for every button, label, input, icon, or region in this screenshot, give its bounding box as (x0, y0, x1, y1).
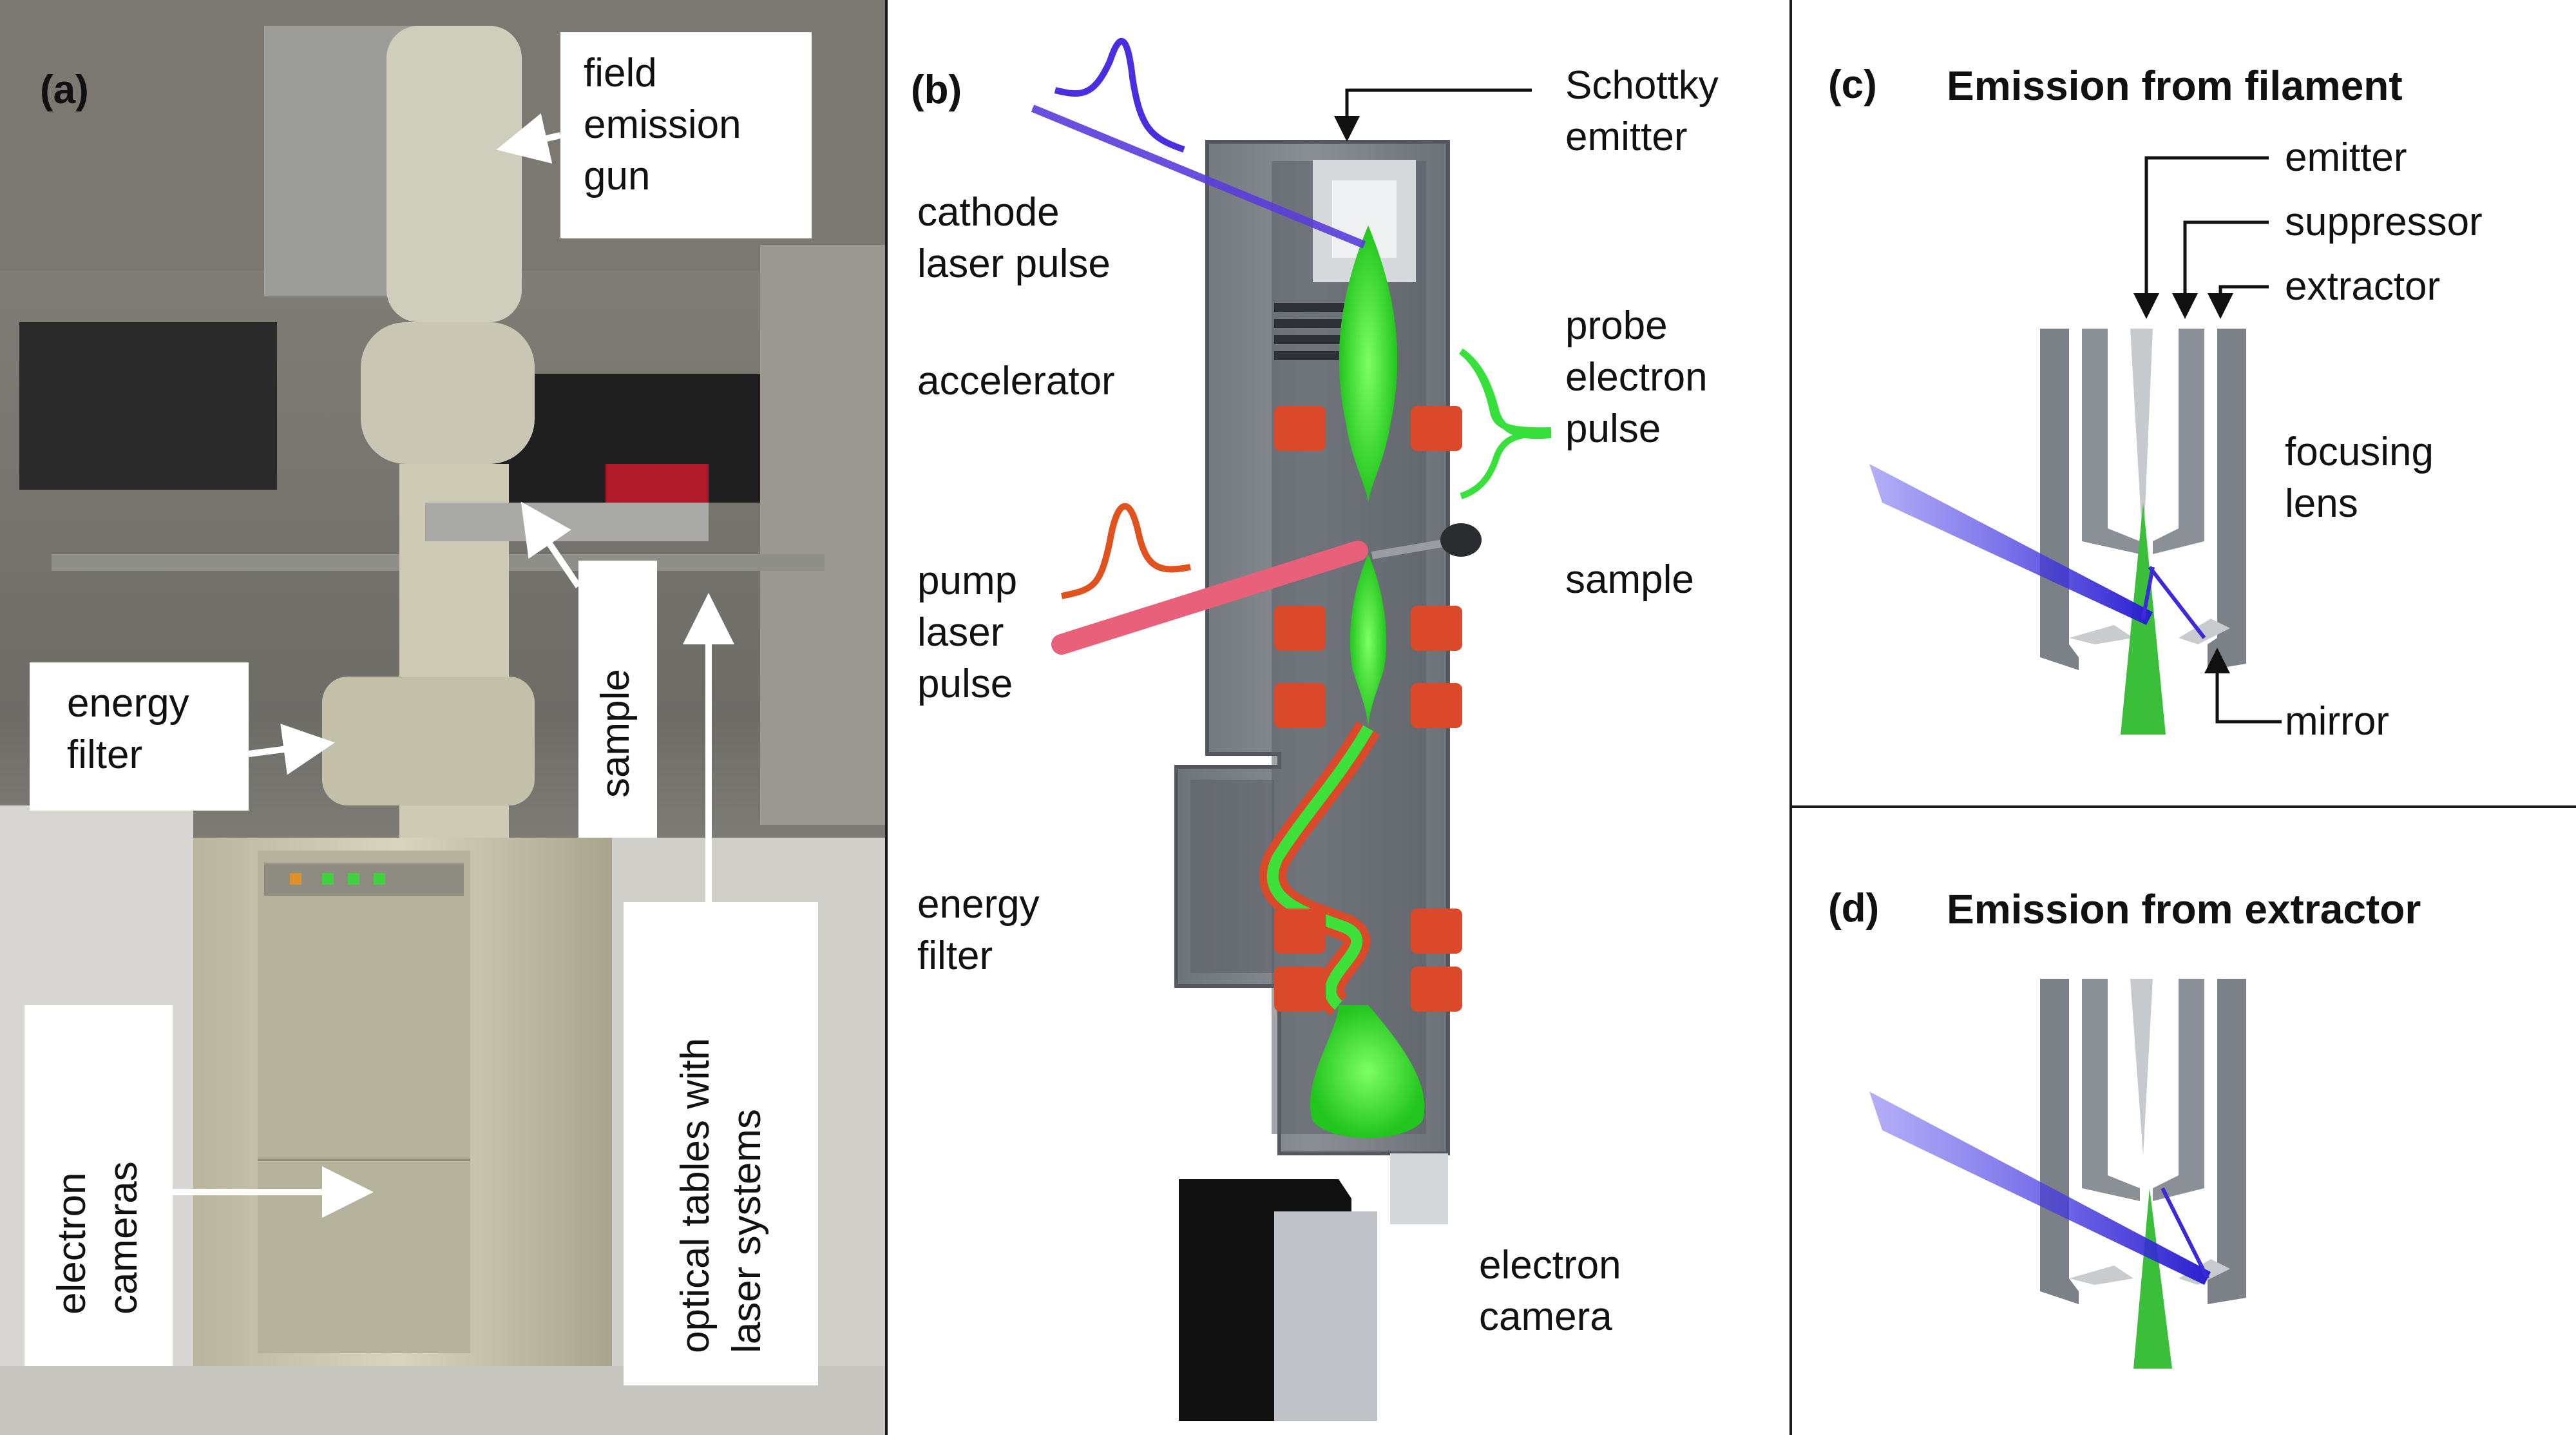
panel-c-filament: (c) Emission from filament emitter suppr… (1792, 0, 2576, 808)
probe-electron-pulse-line-2: electron (1565, 355, 1708, 400)
extractor-emission-diagram (1869, 979, 2246, 1369)
energy-filter-b-line-1: energy (917, 882, 1040, 927)
optical-tables-callout: optical tables with laser systems (624, 902, 818, 1385)
electron-camera-line-1: electron (1479, 1243, 1621, 1287)
field-emission-gun-line-1: field (584, 51, 657, 95)
column-schematic (1031, 37, 1552, 1421)
suppressor-label: suppressor (2285, 200, 2483, 244)
mirror-label: mirror (2285, 699, 2389, 744)
focusing-lens-line-1: focusing (2285, 430, 2434, 474)
pump-laser-pulse-line-3: pulse (917, 662, 1013, 706)
sample-callout: sample (578, 561, 657, 838)
field-emission-gun-line-3: gun (584, 154, 651, 198)
focusing-lens-line-2: lens (2285, 481, 2358, 526)
energy-filter-line-2: filter (67, 733, 143, 777)
panel-b-label: (b) (911, 68, 962, 112)
accelerator-label: accelerator (917, 359, 1115, 403)
panel-d-title: Emission from extractor (1947, 886, 2421, 932)
cathode-laser-pulse-line-1: cathode (917, 190, 1060, 235)
probe-electron-pulse-line-1: probe (1565, 303, 1668, 348)
schottky-emitter-line-2: emitter (1565, 115, 1688, 159)
panel-d-label: (d) (1828, 886, 1880, 930)
pump-laser-pulse-line-1: pump (917, 559, 1018, 603)
emitter-label: emitter (2285, 135, 2407, 180)
probe-electron-pulse-line-3: pulse (1565, 407, 1661, 451)
field-emission-gun-callout: field emission gun (560, 32, 812, 238)
panel-a-label: (a) (40, 68, 89, 112)
schottky-emitter-line-1: Schottky (1565, 63, 1719, 108)
panel-c-title: Emission from filament (1947, 63, 2403, 109)
energy-filter-b-line-2: filter (917, 934, 993, 978)
panel-a-arrows (173, 113, 734, 1218)
panel-b-schematic: (b) Schottky emitter cathode laser pulse… (885, 0, 1792, 1435)
pump-laser-pulse-line-2: laser (917, 610, 1004, 655)
extractor-label: extractor (2285, 264, 2441, 309)
energy-filter-callout: energy filter (30, 662, 249, 811)
filament-emission-diagram (1869, 156, 2282, 735)
electron-camera-line-2: camera (1479, 1295, 1612, 1339)
panel-a-photo: (a) field emission gun energy filter sam… (0, 0, 885, 1435)
field-emission-gun-line-2: emission (584, 102, 741, 147)
electron-cameras-callout: electron cameras (24, 1005, 173, 1366)
energy-filter-line-1: energy (67, 681, 189, 726)
cathode-laser-pulse-line-2: laser pulse (917, 242, 1111, 286)
panel-c-label: (c) (1828, 63, 1877, 107)
panel-d-extractor: (d) Emission from extractor (1792, 808, 2576, 1435)
sample-label: sample (1565, 557, 1694, 602)
